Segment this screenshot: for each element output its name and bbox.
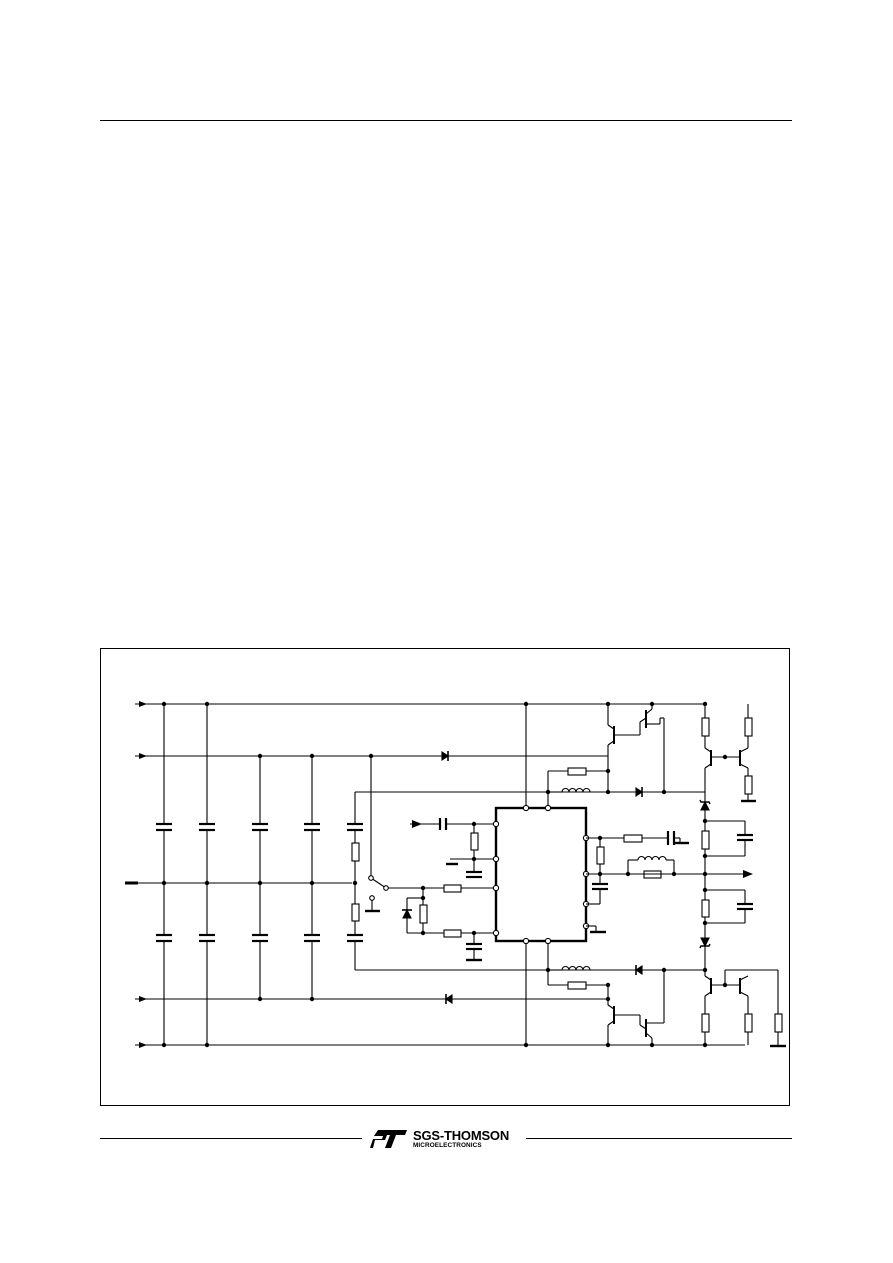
upper-driver [607, 704, 665, 792]
logo-name: SGS-THOMSON [413, 1128, 510, 1143]
footer-rule-right [526, 1138, 792, 1139]
company-logo: SGS-THOMSON MICROELECTRONICS [368, 1126, 524, 1152]
mode-switch [365, 756, 423, 913]
lower-driver [607, 970, 665, 1045]
input-divider [351, 791, 705, 971]
ic-pins [492, 804, 590, 945]
bootstrap-diodes [441, 750, 643, 1005]
figure-frame [100, 648, 790, 1106]
output-network [586, 831, 745, 934]
ic-body [494, 806, 588, 943]
header-rule [100, 120, 792, 121]
st-logo-icon [370, 1130, 407, 1148]
junction-dots [161, 701, 728, 1048]
lower-output-stage [701, 889, 786, 1048]
rail-arrows [139, 701, 147, 1048]
upper-output-stage [701, 704, 756, 900]
input-network [406, 818, 496, 962]
input-arrow [412, 820, 422, 828]
footer-rule-left [100, 1138, 362, 1139]
upper-zener [699, 799, 711, 811]
logo-subtitle: MICROELECTRONICS [413, 1142, 482, 1149]
lower-zener [699, 937, 711, 949]
output-arrow [743, 870, 753, 878]
input-diode [402, 908, 412, 919]
switch-contacts [368, 875, 389, 901]
